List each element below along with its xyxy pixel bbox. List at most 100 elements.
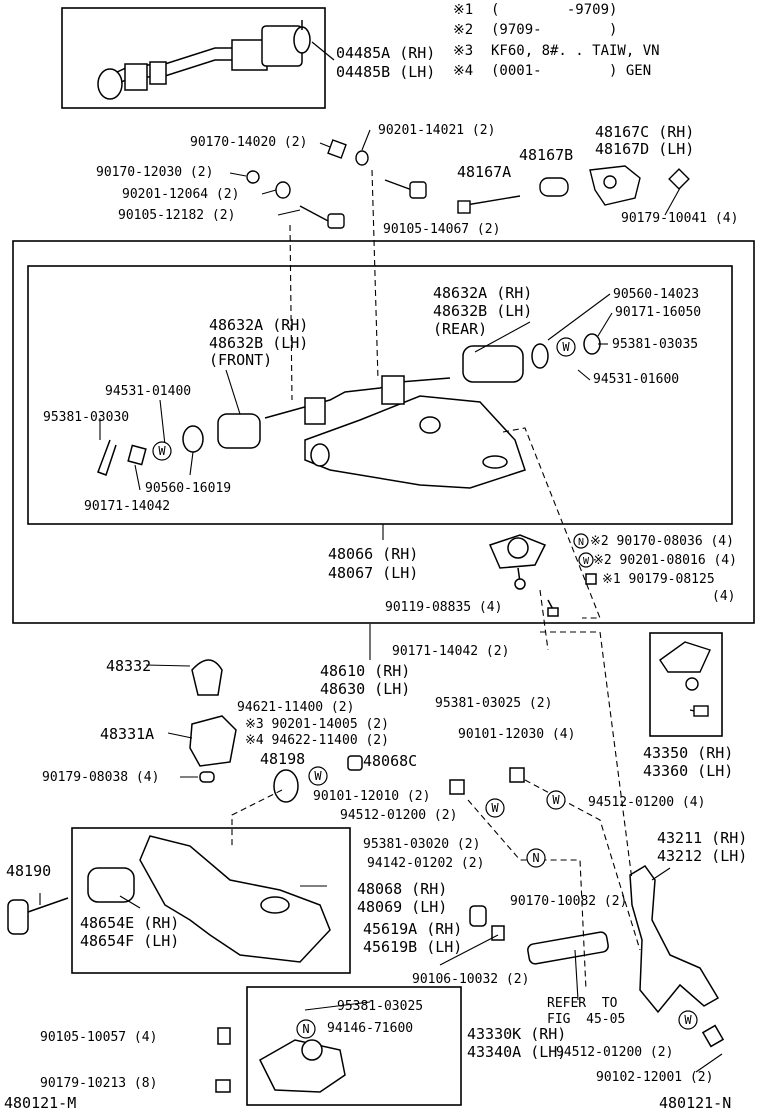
callout-95381-03030: 95381-03030: [43, 410, 130, 425]
callout-refer-to: REFER TO: [547, 996, 618, 1011]
callout-94146-71600: 94146-71600: [327, 1021, 414, 1036]
callout-90106-10032: 90106-10032 (2): [412, 972, 530, 987]
callout-43212: 43212 (LH): [657, 847, 748, 865]
frame-upper-arm-inner: [27, 265, 733, 525]
callout-94512-01200-c: 94512-01200 (2): [556, 1045, 674, 1060]
frame-lower-arm: [71, 827, 351, 974]
callout-90170-08036: ※2 90170-08036 (4): [590, 534, 734, 549]
note-3-text: KF60, 8#. . TAIW, VN: [491, 43, 660, 59]
callout-90170-12030: 90170-12030 (2): [96, 165, 214, 180]
callout-90171-14042-b: 90171-14042 (2): [392, 644, 510, 659]
callout-48630: 48630 (LH): [320, 680, 411, 698]
callout-94142-01202: 94142-01202 (2): [367, 856, 485, 871]
callout-48654f: 48654F (LH): [80, 932, 180, 950]
callout-90560-16019: 90560-16019: [145, 481, 232, 496]
callout-95381-03025-b: 95381-03025: [337, 999, 424, 1014]
note-2-mark: ※2: [453, 22, 474, 38]
frame-ball-joint-upper: [649, 632, 723, 737]
callout-43350: 43350 (RH): [643, 744, 734, 762]
callout-48066: 48066 (RH): [328, 545, 419, 563]
callout-90179-10041: 90179-10041 (4): [621, 211, 739, 226]
callout-04485b: 04485B (LH): [336, 63, 436, 81]
svg-text:N: N: [532, 851, 539, 865]
callout-90179-08125: ※1 90179-08125: [602, 572, 715, 587]
note-4-mark: ※4: [453, 63, 474, 79]
callout-94622-11400: ※4 94622-11400 (2): [245, 733, 389, 748]
callout-48198: 48198: [260, 750, 306, 768]
nut-marker-icon: N N N: [296, 533, 589, 1039]
callout-front: (FRONT): [209, 351, 273, 369]
bumper-stopper-icon: [189, 659, 363, 803]
callout-48069: 48069 (LH): [357, 898, 448, 916]
steering-knuckle-icon: [449, 767, 725, 1048]
callout-45619b: 45619B (LH): [363, 938, 463, 956]
callout-48654e: 48654E (RH): [80, 914, 180, 932]
callout-43211: 43211 (RH): [657, 829, 748, 847]
svg-text:W: W: [552, 793, 560, 807]
callout-90201-14021: 90201-14021 (2): [378, 123, 496, 138]
callout-43360: 43360 (LH): [643, 762, 734, 780]
callout-refer-fig: FIG 45-05: [547, 1012, 626, 1027]
callout-90102-12001: 90102-12001 (2): [596, 1070, 714, 1085]
callout-90105-14067: 90105-14067 (2): [383, 222, 501, 237]
note-1-text: ( -9709): [491, 2, 618, 18]
svg-text:N: N: [578, 537, 584, 548]
callout-90170-14020: 90170-14020 (2): [190, 135, 308, 150]
svg-text:W: W: [158, 444, 166, 458]
callout-48067: 48067 (LH): [328, 564, 419, 582]
callout-90201-12064: 90201-12064 (2): [122, 187, 240, 202]
washer-marker-icon: W W W W W W W: [152, 337, 698, 1030]
callout-90171-14042-a: 90171-14042: [84, 499, 171, 514]
callout-48167c: 48167C (RH): [595, 123, 695, 141]
svg-text:W: W: [583, 556, 590, 567]
callout-48068: 48068 (RH): [357, 880, 448, 898]
svg-text:W: W: [491, 801, 499, 815]
callout-48632b-rear: 48632B (LH): [433, 302, 533, 320]
note-4-text: (0001- ) GEN: [491, 63, 652, 79]
callout-95381-03025-a: 95381-03025 (2): [435, 696, 553, 711]
callout-90201-08016: ※2 90201-08016 (4): [593, 553, 737, 568]
note-1-mark: ※1: [453, 2, 474, 18]
callout-rear: (REAR): [433, 320, 488, 338]
svg-text:N: N: [302, 1022, 309, 1036]
frame-upper-arm-outer: [12, 240, 755, 624]
lower-arm-icon: [7, 835, 331, 963]
bushing-icon: [97, 333, 601, 476]
callout-45619a: 45619A (RH): [363, 920, 463, 938]
callout-90201-14005: ※3 90201-14005 (2): [245, 717, 389, 732]
callout-95381-03035: 95381-03035: [612, 337, 699, 352]
callout-90171-16050: 90171-16050: [615, 305, 702, 320]
callout-94621-11400: 94621-11400 (2): [237, 700, 355, 715]
callout-94531-01400: 94531-01400: [105, 384, 192, 399]
callout-90179-10213: 90179-10213 (8): [40, 1076, 158, 1091]
callout-43330k: 43330K (RH): [467, 1025, 567, 1043]
frame-lower-ball-joint: [246, 986, 462, 1106]
callout-48632b-front: 48632B (LH): [209, 334, 309, 352]
callout-48190: 48190: [6, 862, 52, 880]
callout-90170-10082: 90170-10082 (2): [510, 894, 628, 909]
callout-04485a: 04485A (RH): [336, 44, 436, 62]
callout-90179-08038: 90179-08038 (4): [42, 770, 160, 785]
svg-text:W: W: [684, 1013, 692, 1027]
figure-code-right: 480121-N: [659, 1094, 732, 1112]
torsion-bar-icon: [97, 20, 311, 100]
callout-90105-10057: 90105-10057 (4): [40, 1030, 158, 1045]
callout-43340a: 43340A (LH): [467, 1043, 567, 1061]
callout-90179-08125-qty: (4): [712, 589, 736, 604]
callout-90101-12010: 90101-12010 (2): [313, 789, 431, 804]
callout-90101-12030: 90101-12030 (4): [458, 727, 576, 742]
callout-48167b: 48167B: [519, 146, 574, 164]
callout-90119-08835: 90119-08835 (4): [385, 600, 503, 615]
svg-text:W: W: [314, 769, 322, 783]
ball-joint-icon: [488, 534, 597, 617]
upper-arm-icon: [264, 375, 526, 489]
callout-94531-01600: 94531-01600: [593, 372, 680, 387]
callout-48632a-rear: 48632A (RH): [433, 284, 533, 302]
figure-code-left: 480121-M: [4, 1094, 77, 1112]
callout-48332: 48332: [106, 657, 152, 675]
callout-95381-03020: 95381-03020 (2): [363, 837, 481, 852]
callout-48068c: 48068C: [363, 752, 418, 770]
callout-94512-01200-a: 94512-01200 (2): [340, 808, 458, 823]
bolt-icon: [246, 139, 690, 229]
